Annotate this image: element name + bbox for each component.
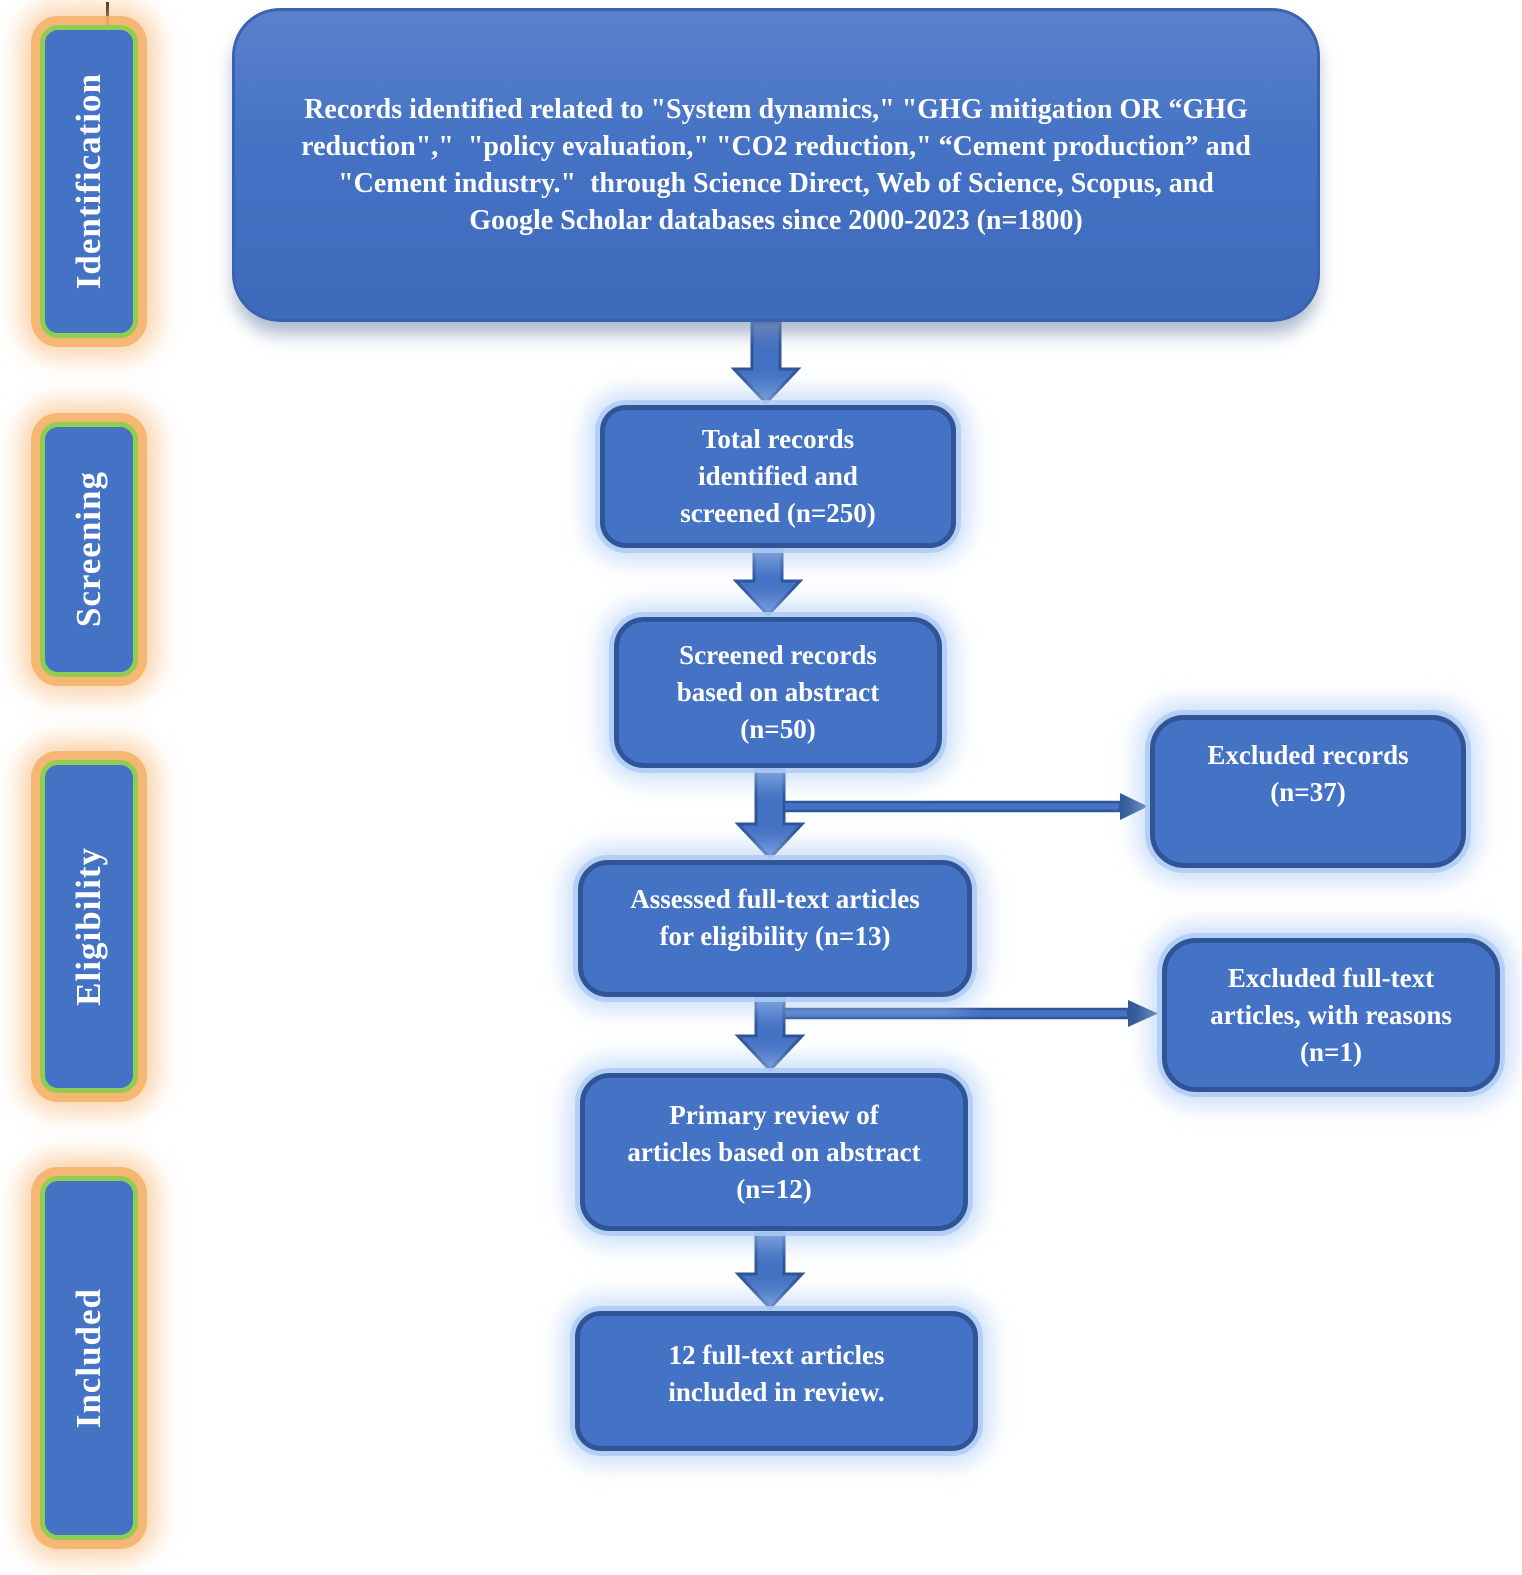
stage-screening-label: Screening <box>69 471 108 628</box>
box-records-identified: Records identified related to "System dy… <box>232 8 1320 322</box>
box-included-in-review: 12 full-text articles included in review… <box>575 1311 978 1451</box>
box-total-records-screened-text: Total records identified and screened (n… <box>680 424 876 528</box>
box-assessed-fulltext: Assessed full-text articles for eligibil… <box>578 860 972 997</box>
box-screened-records-abstract-text: Screened records based on abstract (n=50… <box>676 640 880 744</box>
box-assessed-fulltext-text: Assessed full-text articles for eligibil… <box>630 883 920 951</box>
arrow-assessed-to-primary <box>734 994 806 1073</box>
arrow-primary-to-included <box>734 1231 806 1311</box>
branch-arrow-to-excluded-records <box>782 793 1148 820</box>
box-primary-review-text: Primary review of articles based on abst… <box>627 1099 921 1204</box>
box-excluded-records: Excluded records (n=37) <box>1150 715 1466 868</box>
stage-included-label: Included <box>69 1287 108 1429</box>
stage-screening: Screening <box>40 422 138 677</box>
box-excluded-fulltext-text: Excluded full-text articles, with reason… <box>1210 962 1452 1067</box>
box-records-identified-text: Records identified related to "System dy… <box>301 94 1251 236</box>
stage-identification-label: Identification <box>69 73 108 290</box>
box-screened-records-abstract: Screened records based on abstract (n=50… <box>614 617 942 768</box>
branch-arrow-to-excluded-fulltext <box>782 1000 1158 1027</box>
stage-identification: Identification <box>40 25 138 338</box>
arrow-total-to-screened <box>732 547 804 618</box>
arrow-screened-to-assessed <box>734 767 806 861</box>
stray-vertical-mark <box>106 2 109 46</box>
stage-included: Included <box>40 1176 138 1540</box>
box-primary-review: Primary review of articles based on abst… <box>580 1073 968 1231</box>
arrow-records-to-total <box>730 321 802 406</box>
box-excluded-fulltext: Excluded full-text articles, with reason… <box>1162 938 1500 1092</box>
stage-eligibility-label: Eligibility <box>69 847 108 1006</box>
box-total-records-screened: Total records identified and screened (n… <box>600 405 956 548</box>
box-included-in-review-text: 12 full-text articles included in review… <box>668 1340 885 1407</box>
stage-eligibility: Eligibility <box>40 760 138 1093</box>
box-excluded-records-text: Excluded records (n=37) <box>1207 739 1409 807</box>
